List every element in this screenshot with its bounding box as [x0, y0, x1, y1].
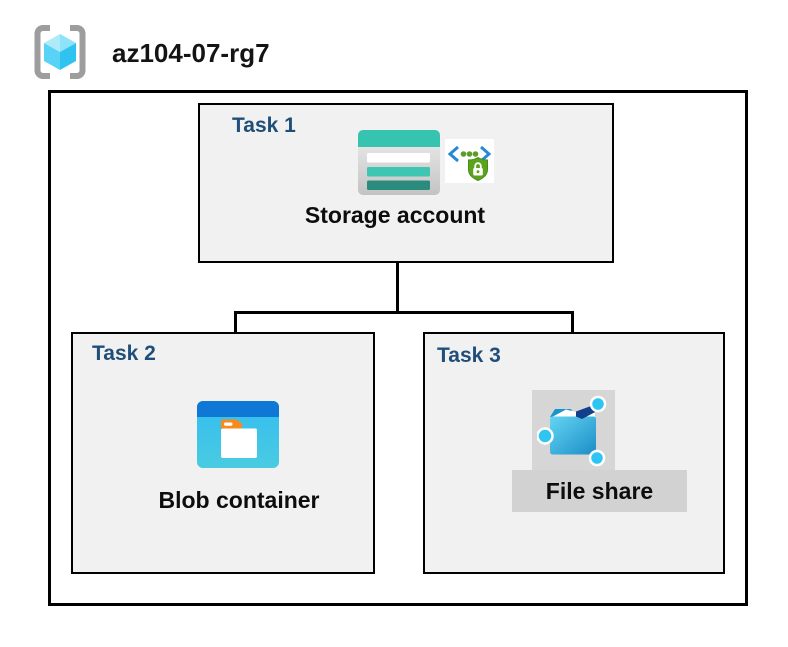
blob-container-icon [197, 401, 279, 468]
connector-storage-stem [396, 232, 399, 313]
task1-box: Task 1 [198, 103, 614, 263]
blob-container-label: Blob container [158, 487, 320, 513]
task3-label: Task 3 [437, 344, 501, 367]
resource-group-name: az104-07-rg7 [112, 38, 270, 68]
file-share-icon-highlight [532, 390, 615, 470]
task3-box: Task 3 [423, 332, 725, 574]
connector-horizontal [234, 311, 574, 314]
storage-account-label: Storage account [304, 202, 486, 228]
task2-label: Task 2 [92, 342, 156, 365]
file-share-icon [536, 394, 610, 467]
task1-label: Task 1 [232, 114, 296, 137]
file-share-label: File share [545, 478, 654, 504]
storage-account-icon [358, 130, 440, 195]
task2-box: Task 2 Blob container [71, 332, 375, 574]
sas-lock-icon [445, 139, 494, 183]
resource-group-icon [34, 24, 86, 80]
file-share-label-highlight: File share [512, 470, 687, 512]
